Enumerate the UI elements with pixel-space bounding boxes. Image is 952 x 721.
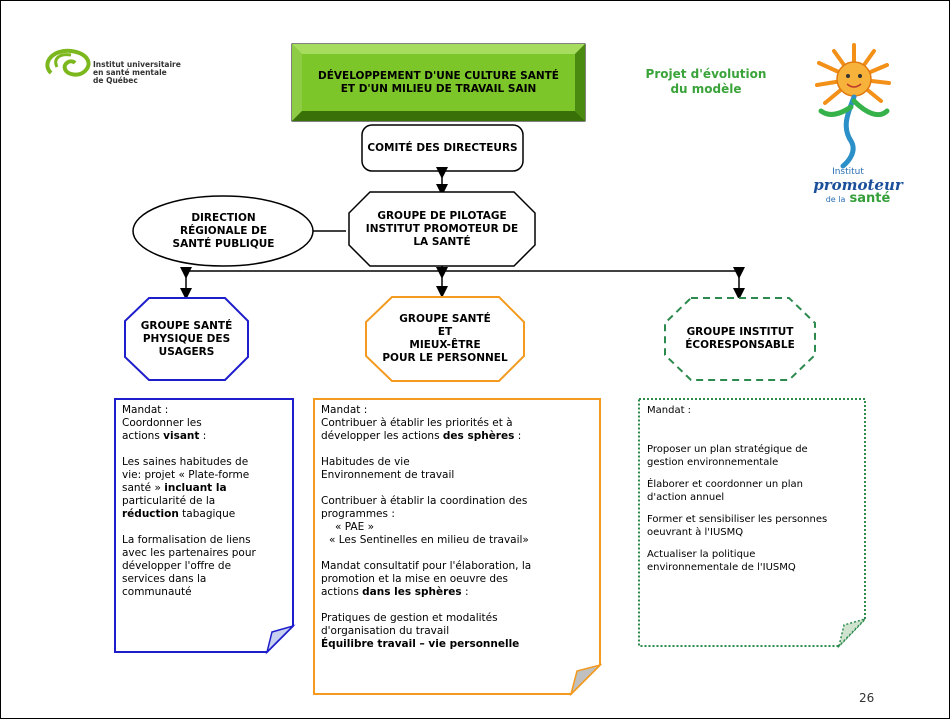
direction-ellipse: DIRECTION RÉGIONALE DE SANTÉ PUBLIQUE [172,211,275,250]
comite-box: COMITÉ DES DIRECTEURS [367,141,518,154]
eco-mandate: Mandat : Proposer un plan stratégique de… [647,405,828,573]
promoteur-logo-text: Institut promoteur de la santé [813,167,903,206]
personnel-octagon-shape [365,296,525,382]
eco-octagon-shape [664,297,816,381]
pilotage-octagon-shape [348,191,536,267]
title-line-1: DÉVELOPPEMENT D'UNE CULTURE SANTÉ [318,69,559,82]
pilotage-octagon: GROUPE DE PILOTAGE INSTITUT PROMOTEUR DE… [365,209,519,248]
group-personnel: GROUPE SANTÉ ET MIEUX-ÊTRE POUR LE PERSO… [382,313,508,364]
personnel-mandate: Mandat : Contribuer à établir les priori… [321,404,532,650]
project-label: Projet d'évolution du modèle [645,67,767,96]
usagers-mandate: Mandat : Coordonner les actions visant :… [122,404,256,598]
page-number: 26 [859,691,875,705]
sun-character-icon [815,43,891,169]
group-usagers: GROUPE SANTÉ PHYSIQUE DES USAGERS [140,319,233,358]
group-eco: GROUPE INSTITUT ÉCORESPONSABLE [685,326,795,351]
title-line-2: ET D'UN MILIEU DE TRAVAIL SAIN [340,82,537,95]
institut-logo-icon [45,48,91,77]
page-title: DÉVELOPPEMENT D'UNE CULTURE SANTÉ ET D'U… [302,54,575,111]
usagers-octagon-shape [124,297,249,381]
title-box-shape [291,43,586,122]
institut-logo-text: Institut universitaire en santé mentale … [93,60,181,85]
